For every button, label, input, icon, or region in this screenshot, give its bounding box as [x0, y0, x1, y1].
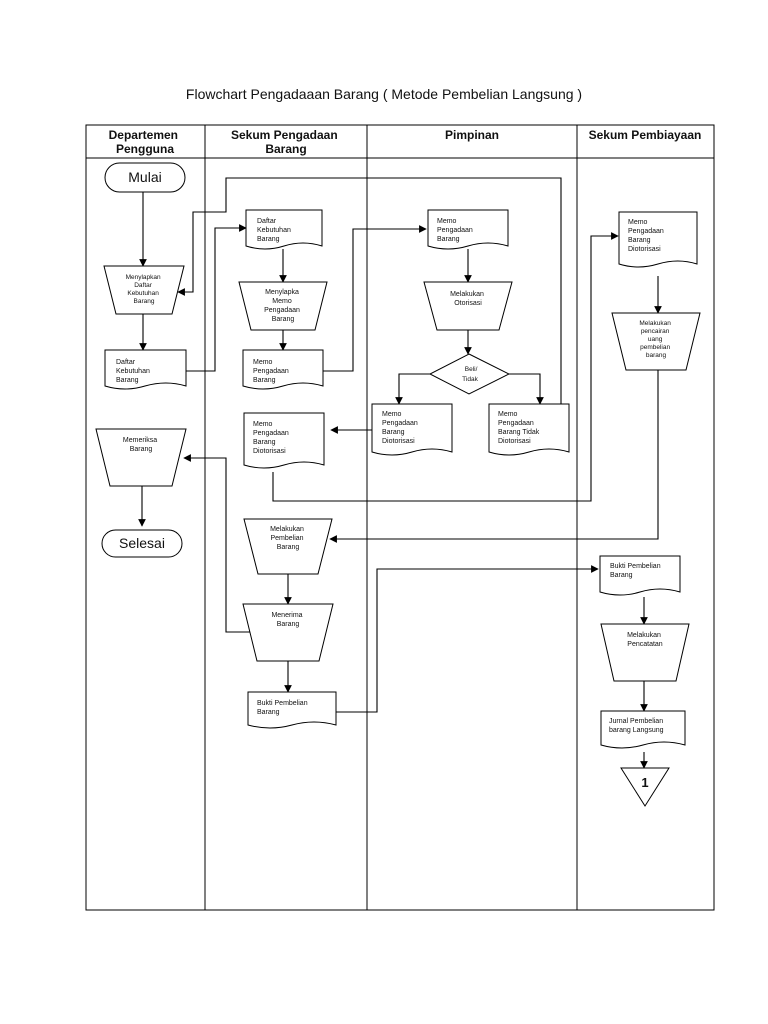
memo-diotorisasi-pimpinan-document: Memo Pengadaan Barang Diotorisasi — [371, 403, 453, 456]
memo-diotorisasi-pembiayaan-document: Memo Pengadaan Barang Diotorisasi — [618, 211, 698, 268]
svg-text:Bukti Pembelian Barang: Bukti Pembelian Barang — [257, 700, 310, 716]
connector-lines — [138, 177, 662, 769]
svg-text:Beli/ Tidak: Beli/ Tidak — [462, 366, 479, 383]
menerima-barang-manual-op: Menerima Barang — [242, 603, 334, 662]
svg-text:Menylapka Memo Pen: Menylapka Memo Pengadaan Barang — [264, 289, 302, 323]
arrow-return-to-menyiapkan — [177, 177, 562, 406]
bukti-pembelian-sekum-document: Bukti Pembelian Barang — [247, 691, 337, 729]
memo-pengadaan-pimpinan-document: Memo Pengadaan Barang — [427, 209, 509, 250]
svg-text:Memo Pengadaan Bar: Memo Pengadaan Barang Diotorisasi — [253, 421, 291, 455]
svg-text:Memo Pengadaan Bar: Memo Pengadaan Barang Diotorisasi — [382, 411, 420, 445]
svg-text:Menylapkan Daftar: Menylapkan Daftar Kebutuhan Barang — [126, 274, 163, 305]
arrow-bukti-to-pembiayaan — [336, 565, 599, 713]
svg-text:Menerima Barang: Menerima Barang — [271, 612, 304, 628]
menyiapkan-daftar-manual-op: Menylapkan Daftar Kebutuhan Barang — [103, 265, 185, 315]
bukti-pembelian-pembiayaan-document: Bukti Pembelian Barang — [599, 555, 681, 596]
svg-text:Memo Pengadaan Bar: Memo Pengadaan Barang — [253, 359, 291, 384]
memo-tidak-diotorisasi-document: Memo Pengadaan Barang Tidak Diotorisasi — [488, 403, 570, 456]
svg-text:Selesai: Selesai — [119, 535, 165, 551]
svg-text:Daftar Kebutuhan B: Daftar Kebutuhan Barang — [116, 359, 152, 384]
svg-text:Daftar Kebutuhan B: Daftar Kebutuhan Barang — [257, 218, 293, 243]
melakukan-otorisasi-manual-op: Melakukan Otorisasi — [423, 281, 513, 331]
arrow-decision-to-diotorisasi — [395, 373, 430, 405]
melakukan-pembelian-manual-op: Melakukan Pembelian Barang — [243, 518, 333, 575]
memeriksa-barang-manual-op: Memeriksa Barang — [95, 428, 187, 487]
svg-text:Memo Pengadaan Bar: Memo Pengadaan Barang Diotorisasi — [628, 219, 666, 253]
menyiapkan-memo-manual-op: Menylapka Memo Pengadaan Barang — [238, 281, 328, 331]
memo-diotorisasi-sekum-document: Memo Pengadaan Barang Diotorisasi — [243, 412, 325, 469]
beli-tidak-decision: Beli/ Tidak — [428, 353, 511, 395]
svg-text:Jurnal Pembelian barang: Jurnal Pembelian barang Langsung — [609, 718, 665, 734]
svg-text:Melakukan Pencatatan: Melakukan Pencatatan — [627, 632, 663, 648]
page-title: Flowchart Pengadaaan Barang ( Metode Pem… — [185, 86, 583, 102]
lane-header-sekum-pengadaan: Sekum Pengadaan Barang — [231, 128, 341, 156]
svg-text:Memeriksa Barang: Memeriksa Barang — [123, 437, 159, 453]
off-page-connector: 1 — [620, 767, 670, 807]
svg-text:Memo Pengadaan Bar: Memo Pengadaan Barang Tidak Diotorisasi — [498, 411, 541, 445]
arrow-menerima-to-memeriksa — [183, 454, 250, 633]
arrow-pencairan-to-pembelian — [329, 370, 659, 543]
selesai-terminator: Selesai — [101, 529, 183, 558]
arrow-memo-to-pembiayaan — [272, 232, 619, 502]
mulai-terminator: Mulai — [104, 162, 186, 193]
daftar-kebutuhan-sekum-document: Daftar Kebutuhan Barang — [245, 209, 323, 250]
arrow-daftar-to-sekum — [186, 224, 247, 372]
svg-text:Melakukan pencairan: Melakukan pencairan uang pembelian baran… — [639, 320, 672, 359]
svg-text:Melakukan Pembelian: Melakukan Pembelian Barang — [270, 526, 306, 551]
swimlane-frame — [85, 124, 715, 911]
svg-text:1: 1 — [641, 775, 648, 790]
arrow-memo-to-pimpinan — [323, 225, 427, 372]
svg-text:Melakukan Otorisasi: Melakukan Otorisasi — [450, 291, 486, 307]
daftar-kebutuhan-document: Daftar Kebutuhan Barang — [104, 349, 187, 390]
lane-header-pimpinan: Pimpinan — [445, 128, 499, 142]
lane-header-sekum-pembiayaan: Sekum Pembiayaan — [589, 128, 702, 142]
svg-text:Mulai: Mulai — [128, 169, 161, 185]
melakukan-pencatatan-manual-op: Melakukan Pencatatan — [600, 623, 690, 682]
svg-text:Memo Pengadaan Bar: Memo Pengadaan Barang — [437, 218, 475, 243]
arrow-decision-to-tidak-diotorisasi — [509, 373, 544, 405]
memo-pengadaan-sekum-document: Memo Pengadaan Barang — [242, 349, 324, 390]
melakukan-pencairan-manual-op: Melakukan pencairan uang pembelian baran… — [611, 312, 701, 371]
lane-header-dept: Departemen Pengguna — [109, 128, 182, 156]
jurnal-pembelian-document: Jurnal Pembelian barang Langsung — [600, 710, 686, 749]
svg-text:Bukti Pembelian Barang: Bukti Pembelian Barang — [610, 563, 663, 579]
